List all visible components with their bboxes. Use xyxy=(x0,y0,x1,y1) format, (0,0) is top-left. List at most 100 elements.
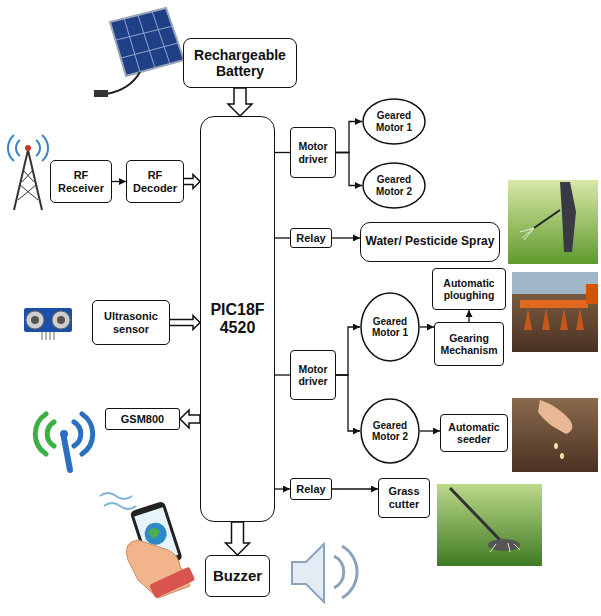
connector-line xyxy=(336,375,360,431)
grass-photo-part xyxy=(437,484,542,566)
wireless-icon-part xyxy=(74,422,81,446)
plough-photo-part xyxy=(524,308,584,330)
motor-circle: Geared Motor 2 xyxy=(360,398,420,464)
sensor-box: Ultrasonic sensor xyxy=(92,300,170,345)
phone-hand-icon-part xyxy=(104,503,136,509)
node-label: Buzzer xyxy=(208,567,267,584)
seeder-photo-part xyxy=(538,400,572,434)
plough-photo-part xyxy=(586,284,598,304)
connector-line xyxy=(336,327,360,375)
connector-line xyxy=(112,181,126,182)
phone-hand-icon xyxy=(100,493,195,599)
ultrasonic-module-icon-part xyxy=(24,308,72,332)
ellipse-shape xyxy=(361,293,419,361)
node-label: PIC18F 4520 xyxy=(203,301,272,338)
ultrasonic-module-icon-part xyxy=(57,316,65,324)
grass-photo-part xyxy=(488,539,520,551)
block-arrow xyxy=(228,88,252,116)
grass-photo xyxy=(437,484,542,566)
motor-circle: Geared Motor 1 xyxy=(360,292,420,362)
node-label: RF Decoder xyxy=(129,169,181,194)
spray-photo-part xyxy=(520,228,534,240)
connector-line xyxy=(420,430,440,431)
plough-photo-part xyxy=(512,272,598,294)
wireless-icon xyxy=(35,414,92,470)
seeder-photo-part xyxy=(560,453,564,459)
output-box: Automatic seeder xyxy=(440,414,508,452)
node-label: Rechargeable Battery xyxy=(186,47,294,79)
driver-box: Motor driver xyxy=(290,127,336,178)
solar-panel-icon-part xyxy=(138,15,155,68)
motor-ellipse: Geared Motor 1 xyxy=(362,98,426,145)
node-label: Motor driver xyxy=(293,140,333,164)
speaker-icon-part xyxy=(334,556,344,588)
node-label: Relay xyxy=(293,483,329,496)
seeder-photo-part xyxy=(554,443,558,449)
controller-box: PIC18F 4520 xyxy=(200,116,275,522)
double-arrow xyxy=(170,316,200,330)
rf-tower-icon-part xyxy=(25,145,31,151)
node-label: Ultrasonic sensor xyxy=(95,310,167,335)
wireless-icon-part xyxy=(35,414,46,454)
rf-tower-icon-part xyxy=(20,185,38,200)
ultrasonic-module-icon-part xyxy=(53,332,55,340)
spray-photo-part xyxy=(534,210,560,228)
phone-hand-icon-part xyxy=(100,493,132,499)
spray-photo xyxy=(508,180,598,264)
driver-box: Motor driver xyxy=(290,350,336,400)
mechanism-box: Gearing Mechanism xyxy=(434,322,504,366)
output-box: Grass cutter xyxy=(378,478,430,518)
solar-panel-icon-part xyxy=(116,26,173,40)
wireless-icon-part xyxy=(47,422,54,446)
block-arrow xyxy=(226,522,250,555)
rf-tower-icon-part xyxy=(23,170,34,182)
solar-panel-icon-part xyxy=(121,43,178,58)
relay-box: Relay xyxy=(290,478,332,500)
node-label: Automatic seeder xyxy=(443,421,505,445)
double-arrow xyxy=(184,175,200,189)
plough-photo xyxy=(512,272,598,352)
rf-tower-icon-part xyxy=(36,140,40,156)
grass-photo-part xyxy=(490,543,520,552)
ultrasonic-module-icon xyxy=(24,308,72,340)
ultrasonic-module-icon-part xyxy=(31,316,39,324)
rf-tower-icon-part xyxy=(28,150,42,210)
plough-photo-part xyxy=(520,300,588,308)
connector-line xyxy=(336,153,362,186)
module-box: RF Decoder xyxy=(126,160,184,203)
ultrasonic-module-icon-part xyxy=(52,311,70,329)
rf-tower-icon-part xyxy=(42,135,48,161)
rf-tower-icon-part xyxy=(18,185,36,200)
ultrasonic-module-icon-part xyxy=(41,332,43,340)
node-label: Geared Motor 1 xyxy=(368,316,412,339)
ultrasonic-module-icon-part xyxy=(45,332,47,340)
wireless-icon-part xyxy=(60,430,68,438)
seeder-photo xyxy=(512,398,598,472)
node-label: Gearing Mechanism xyxy=(437,332,501,356)
solar-panel-icon-part xyxy=(106,72,140,94)
module-box: GSM800 xyxy=(105,408,180,430)
speaker-icon-part xyxy=(292,544,324,602)
node-label: Geared Motor 2 xyxy=(370,174,417,197)
output-box: Automatic ploughing xyxy=(432,268,506,310)
block-arrow xyxy=(180,410,200,428)
node-label: GSM800 xyxy=(108,413,177,426)
solar-panel-icon-part xyxy=(152,11,170,64)
spray-photo-part xyxy=(508,180,598,264)
speaker-icon xyxy=(292,544,357,602)
node-label: Grass cutter xyxy=(381,485,427,510)
connector-line xyxy=(336,122,362,153)
ellipse-shape xyxy=(363,163,425,208)
seeder-photo-part xyxy=(512,398,598,472)
node-label: Automatic ploughing xyxy=(435,277,503,301)
power-box: Rechargeable Battery xyxy=(183,38,297,88)
module-box: RF Receiver xyxy=(50,160,112,203)
connector-line xyxy=(332,488,378,489)
wireless-icon-part xyxy=(64,438,70,470)
rf-tower-icon-part xyxy=(14,150,28,210)
node-label: Geared Motor 1 xyxy=(370,110,417,133)
rf-tower-icon xyxy=(8,135,48,210)
node-label: Water/ Pesticide Spray xyxy=(363,235,497,249)
